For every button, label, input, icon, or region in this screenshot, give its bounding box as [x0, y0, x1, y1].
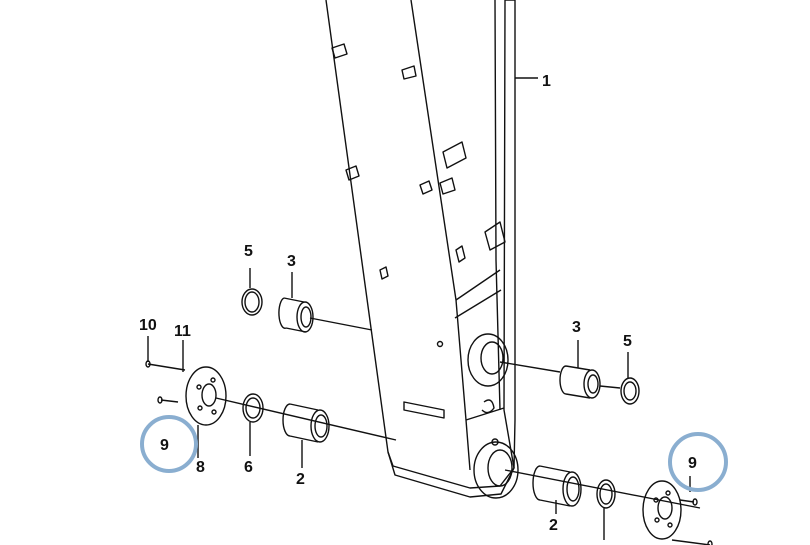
o-ring-5-left: [241, 288, 263, 316]
bushing-2-right: [532, 465, 582, 507]
bushing-3-left: [278, 297, 314, 333]
label-2-right: 2: [549, 517, 558, 534]
bolt-10: [147, 363, 186, 371]
label-3-right: 3: [572, 319, 581, 336]
ring-right: [596, 479, 616, 509]
end-plate-right: [642, 480, 682, 540]
label-5-left: 5: [244, 243, 253, 260]
label-2-left: 2: [296, 471, 305, 488]
shaft-line-lower-right: [504, 469, 701, 509]
bushing-2-left: [282, 403, 330, 443]
shaft-line-upper-right: [499, 361, 561, 373]
end-plate-8: [185, 366, 227, 426]
label-10: 10: [139, 317, 157, 334]
shaft-line-upper-left: [309, 317, 373, 331]
ring-6-left: [242, 393, 264, 423]
o-ring-5-right: [620, 377, 640, 405]
label-1: 1: [542, 73, 551, 90]
label-6: 6: [244, 459, 253, 476]
boom-arm: [325, 0, 519, 499]
label-9-right: 9: [688, 455, 697, 472]
highlight-circle-right: [668, 432, 728, 492]
pin-9-right: [679, 499, 695, 503]
bolt-right: [671, 539, 711, 545]
label-5-right: 5: [623, 333, 632, 350]
bushing-3-right: [559, 365, 601, 399]
label-11: 11: [174, 323, 191, 340]
label-8: 8: [196, 459, 205, 476]
highlight-circle-left: [140, 415, 198, 473]
pin-9-left: [160, 399, 179, 403]
label-3-left: 3: [287, 253, 296, 270]
label-9-left: 9: [160, 437, 169, 454]
